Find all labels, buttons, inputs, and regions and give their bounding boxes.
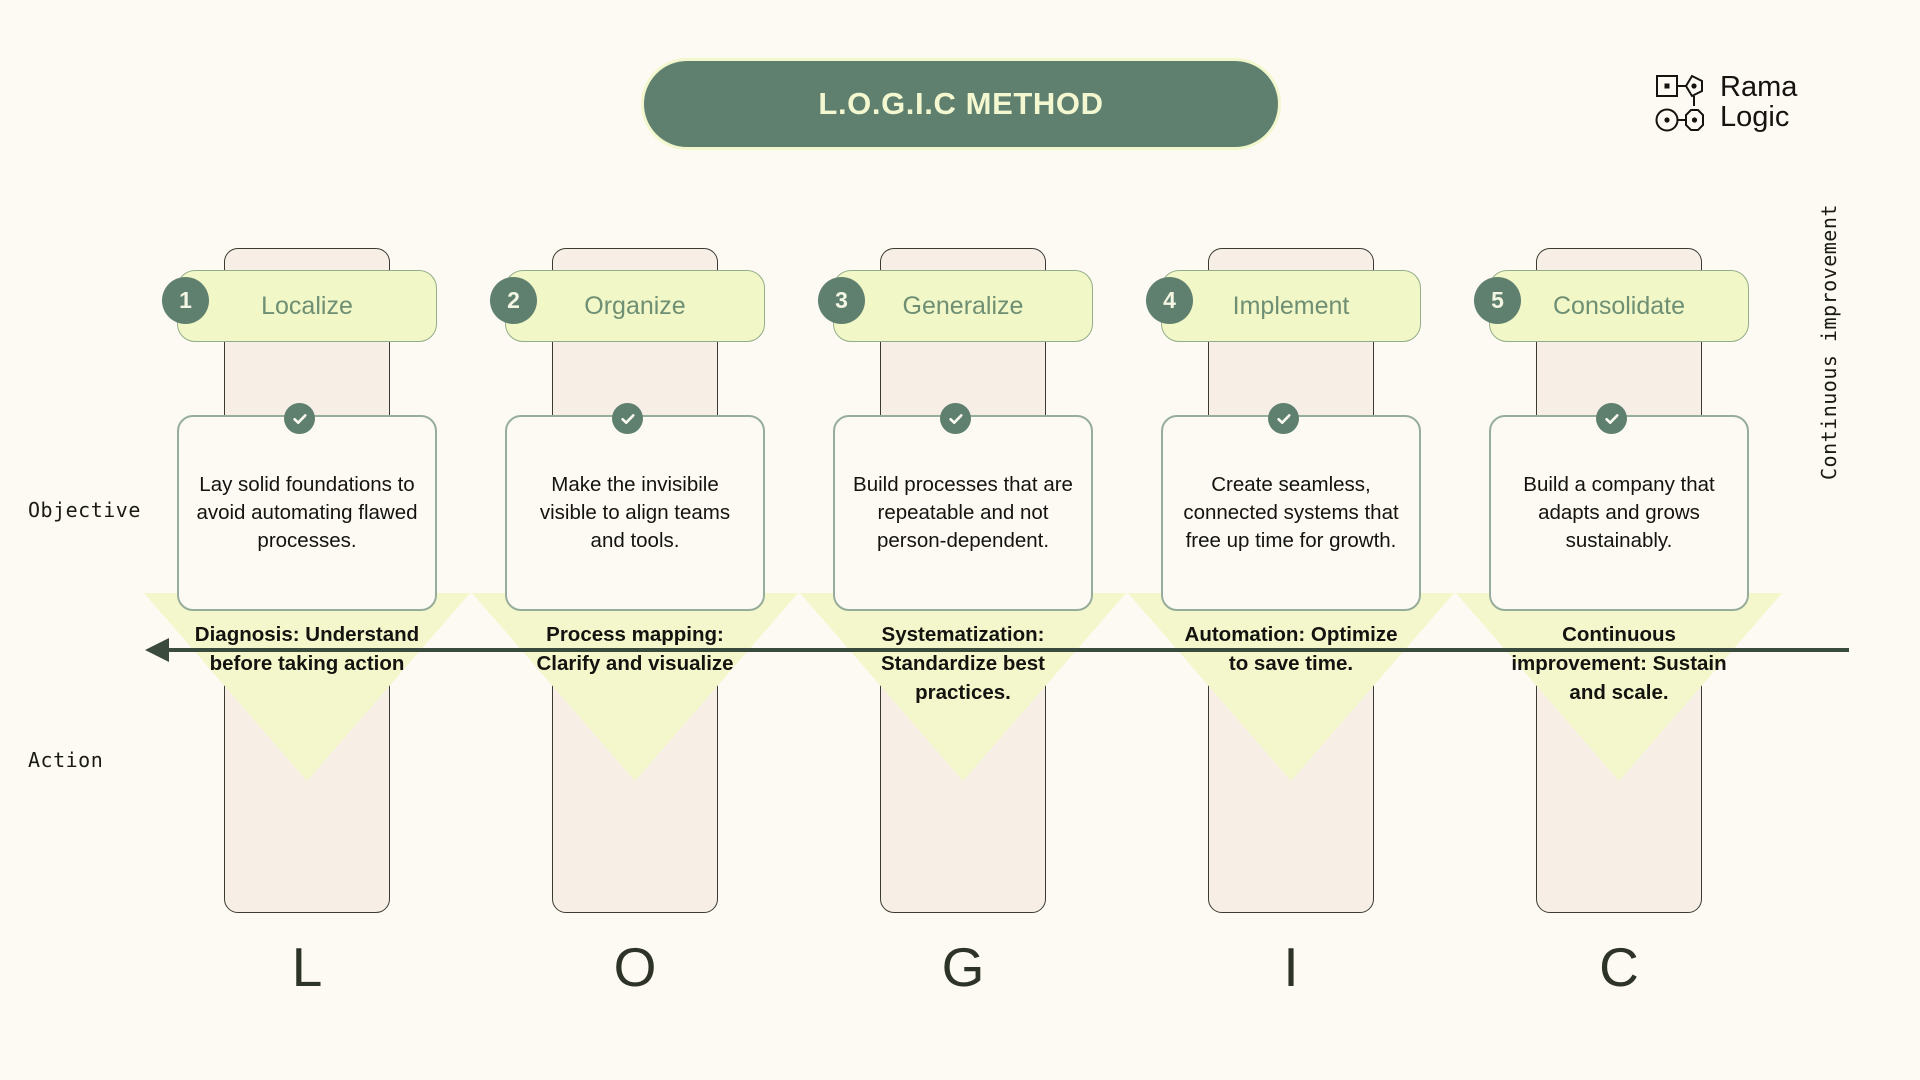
page-title-text: L.O.G.I.C METHOD bbox=[818, 86, 1104, 121]
step-number-badge: 3 bbox=[818, 277, 865, 324]
step-number-badge: 1 bbox=[162, 277, 209, 324]
step-name: Generalize bbox=[902, 291, 1024, 320]
check-circle-icon bbox=[1596, 403, 1627, 434]
step-header-pill[interactable]: Generalize bbox=[833, 270, 1093, 342]
objective-text: Lay solid foundations to avoid automatin… bbox=[196, 472, 418, 553]
brand-line-2: Logic bbox=[1720, 101, 1790, 133]
objective-text: Create seamless, connected systems that … bbox=[1183, 472, 1399, 553]
step-number-badge: 2 bbox=[490, 277, 537, 324]
check-circle-icon bbox=[1268, 403, 1299, 434]
acronym-letter: O bbox=[613, 936, 657, 998]
step-number: 3 bbox=[835, 287, 848, 313]
action-text: Systematization: Standardize best practi… bbox=[880, 623, 1046, 705]
step-header-pill[interactable]: Localize bbox=[177, 270, 437, 342]
continuous-improvement-arrow bbox=[165, 648, 1849, 652]
objective-card: Build processes that are repeatable and … bbox=[833, 415, 1093, 611]
step-number-badge: 4 bbox=[1146, 277, 1193, 324]
row-label-objective: Objective bbox=[28, 498, 141, 522]
objective-card: Build a company that adapts and grows su… bbox=[1489, 415, 1749, 611]
objective-text: Make the invisibile visible to align tea… bbox=[539, 472, 731, 553]
objective-card: Lay solid foundations to avoid automatin… bbox=[177, 415, 437, 611]
row-label-action: Action bbox=[28, 748, 104, 772]
acronym-letter: I bbox=[1283, 936, 1299, 998]
objective-card: Create seamless, connected systems that … bbox=[1161, 415, 1421, 611]
step-number: 4 bbox=[1163, 287, 1176, 313]
action-text: Continuous improvement: Sustain and scal… bbox=[1511, 623, 1727, 705]
acronym-letter: G bbox=[941, 936, 985, 998]
brand-line-1: Rama bbox=[1720, 71, 1798, 104]
continuous-improvement-label: Continuous improvement bbox=[1817, 204, 1841, 480]
acronym-letter: L bbox=[291, 936, 323, 998]
check-circle-icon bbox=[940, 403, 971, 434]
step-name: Organize bbox=[584, 291, 686, 320]
objective-card: Make the invisibile visible to align tea… bbox=[505, 415, 765, 611]
step-number: 1 bbox=[179, 287, 192, 313]
brand-name: Rama Logic bbox=[1720, 73, 1797, 132]
action-text: Automation: Optimize to save time. bbox=[1184, 623, 1398, 676]
action-text: Process mapping: Clarify and visualize bbox=[536, 623, 734, 676]
brand-logo: Rama Logic bbox=[1655, 72, 1797, 134]
page-title: L.O.G.I.C METHOD bbox=[641, 58, 1281, 150]
step-name: Implement bbox=[1232, 291, 1350, 320]
step-header-pill[interactable]: Organize bbox=[505, 270, 765, 342]
node-network-icon bbox=[1655, 74, 1704, 132]
action-text: Diagnosis: Understand before taking acti… bbox=[194, 623, 420, 676]
step-number: 5 bbox=[1491, 287, 1504, 313]
step-number: 2 bbox=[507, 287, 520, 313]
check-circle-icon bbox=[612, 403, 643, 434]
step-name: Consolidate bbox=[1552, 291, 1686, 320]
step-name: Localize bbox=[261, 291, 353, 320]
acronym-letter: C bbox=[1599, 936, 1639, 998]
step-header-pill[interactable]: Consolidate bbox=[1489, 270, 1749, 342]
step-number-badge: 5 bbox=[1474, 277, 1521, 324]
check-circle-icon bbox=[284, 403, 315, 434]
objective-text: Build processes that are repeatable and … bbox=[853, 472, 1073, 553]
step-header-pill[interactable]: Implement bbox=[1161, 270, 1421, 342]
objective-text: Build a company that adapts and grows su… bbox=[1523, 472, 1715, 553]
